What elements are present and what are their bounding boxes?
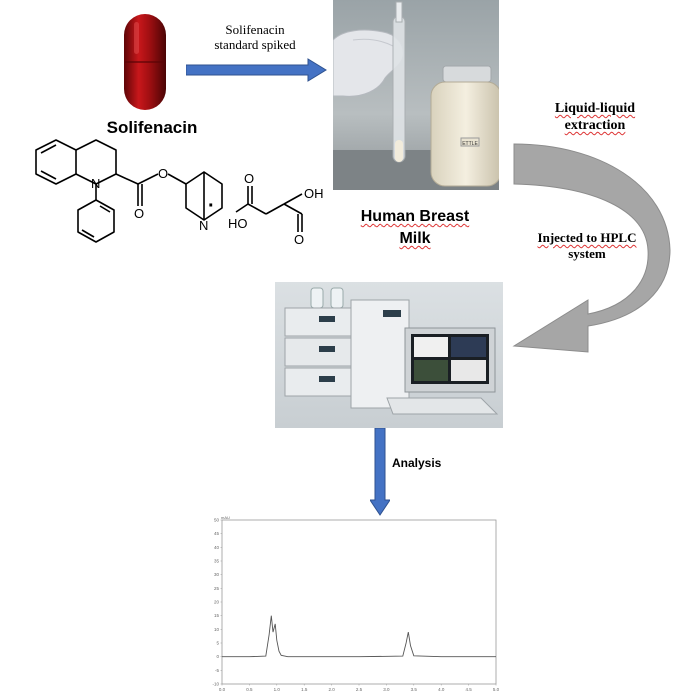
x-tick-label: 4.5 bbox=[465, 687, 472, 692]
x-tick-label: 3.0 bbox=[383, 687, 390, 692]
x-tick-label: 3.5 bbox=[411, 687, 418, 692]
lle-line2: extraction bbox=[564, 118, 626, 133]
arrow-down-blue bbox=[370, 428, 390, 516]
lle-label: Liquid-liquid extraction bbox=[530, 100, 660, 134]
y-tick-label: 10 bbox=[214, 627, 220, 632]
atom-o-ester: O bbox=[158, 166, 168, 181]
hplc-line1: Injected to HPLC bbox=[537, 230, 637, 245]
salt-dot: · bbox=[208, 195, 215, 217]
arrow-curved-grey bbox=[512, 143, 671, 353]
drug-name: Solifenacin bbox=[106, 118, 198, 137]
analysis-label: Analysis bbox=[392, 456, 442, 470]
milk-line1: Human Breast bbox=[360, 208, 470, 225]
y-tick-label: 45 bbox=[214, 531, 220, 536]
x-tick-label: 5.0 bbox=[493, 687, 500, 692]
x-tick-label: 0.5 bbox=[246, 687, 253, 692]
y-axis-label: mAU bbox=[221, 515, 230, 520]
milk-label: Human Breast Milk bbox=[340, 206, 490, 250]
y-tick-label: -5 bbox=[215, 668, 219, 673]
atom-o-acid1: O bbox=[244, 171, 254, 186]
atom-n-ring: N bbox=[91, 176, 100, 191]
lle-line1: Liquid-liquid bbox=[554, 101, 636, 116]
x-tick-label: 1.0 bbox=[274, 687, 281, 692]
hplc-label: Injected to HPLC system bbox=[522, 230, 652, 262]
y-tick-label: 5 bbox=[216, 641, 219, 646]
spiked-line2: standard spiked bbox=[214, 37, 296, 52]
plot-frame bbox=[221, 519, 497, 685]
atom-o-carbonyl: O bbox=[134, 206, 144, 221]
atom-n-quin: N bbox=[199, 218, 208, 233]
atom-o-acid2: O bbox=[294, 232, 304, 247]
milk-photo: ETTLE bbox=[333, 0, 499, 190]
y-tick-label: -10 bbox=[212, 682, 219, 687]
atom-oh: OH bbox=[304, 186, 324, 201]
y-tick-label: 50 bbox=[214, 518, 220, 523]
y-tick-label: 35 bbox=[214, 559, 220, 564]
y-tick-label: 25 bbox=[214, 586, 220, 591]
solifenacin-structure: N O O N · O HO OH O bbox=[35, 139, 324, 247]
hplc-photo bbox=[275, 282, 503, 428]
atom-ho: HO bbox=[228, 216, 248, 231]
y-tick-label: 0 bbox=[216, 654, 219, 659]
hplc-line2: system bbox=[568, 246, 606, 261]
y-tick-label: 20 bbox=[214, 600, 220, 605]
x-tick-label: 4.0 bbox=[438, 687, 445, 692]
jar-label: ETTLE bbox=[462, 141, 478, 147]
spiked-label: Solifenacin standard spiked bbox=[195, 22, 315, 52]
series-line-0 bbox=[222, 615, 496, 658]
arrow-right-blue bbox=[186, 58, 327, 82]
milk-line2: Milk bbox=[399, 230, 431, 247]
x-tick-label: 2.5 bbox=[356, 687, 363, 692]
chromatogram-chart: mAU -10 -5 0 5 10 15 20 25 30 35 40 45 50 0.0 0.5 1.0 1.5… bbox=[212, 515, 500, 692]
x-tick-label: 0.0 bbox=[219, 687, 226, 692]
y-tick-label: 30 bbox=[214, 572, 220, 577]
y-tick-label: 40 bbox=[214, 545, 220, 550]
x-tick-label: 2.0 bbox=[328, 687, 335, 692]
capsule-image bbox=[124, 14, 166, 110]
y-tick-label: 15 bbox=[214, 613, 220, 618]
x-tick-label: 1.5 bbox=[301, 687, 308, 692]
spiked-line1: Solifenacin bbox=[225, 22, 285, 37]
